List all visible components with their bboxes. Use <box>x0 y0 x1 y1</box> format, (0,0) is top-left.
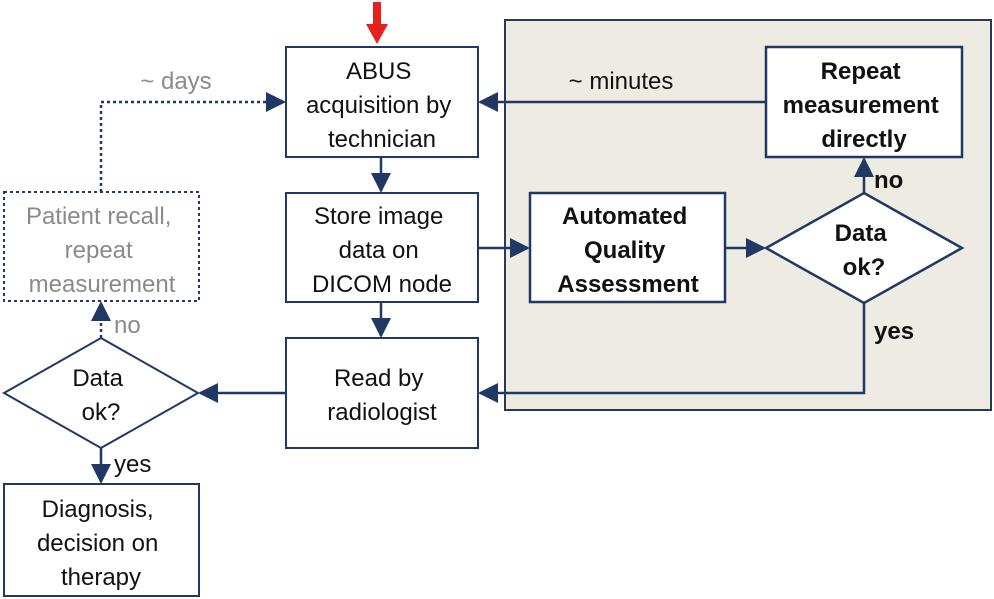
abus-acquisition-text: ABUS acquisition by technician <box>306 58 458 153</box>
arrow-recall-to-acquisition <box>99 92 286 192</box>
patient-recall-box <box>3 191 200 302</box>
repeat-direct-box <box>764 45 964 159</box>
diagnosis-box <box>3 483 200 597</box>
data-ok-left-diamond <box>1 336 201 450</box>
read-radiologist-box <box>285 337 479 449</box>
patient-recall-text: Patient recall, repeat measurement <box>26 203 178 298</box>
no-left-label: no <box>114 312 141 339</box>
diagnosis-text: Diagnosis, decision on therapy <box>37 496 165 591</box>
no-right-label: no <box>874 167 903 194</box>
minutes-label: ~ minutes <box>569 68 674 95</box>
yes-right-label: yes <box>874 318 914 345</box>
yes-left-label: yes <box>114 451 151 478</box>
repeat-direct-text: Repeat measurement directly <box>783 58 946 153</box>
days-label: ~ days <box>140 68 211 95</box>
arrow-dataok-yes-to-read <box>478 303 866 403</box>
start-arrow-icon <box>366 2 388 44</box>
automated-qa-text: Automated Quality Assessment <box>557 203 698 298</box>
store-image-text: Store image data on DICOM node <box>312 203 452 298</box>
data-ok-left-text: Data ok? <box>72 365 129 426</box>
data-ok-right-text: Data ok? <box>835 220 894 281</box>
store-image-box <box>285 192 479 303</box>
read-radiologist-text: Read by radiologist <box>327 365 437 426</box>
abus-acquisition-box <box>285 46 479 158</box>
